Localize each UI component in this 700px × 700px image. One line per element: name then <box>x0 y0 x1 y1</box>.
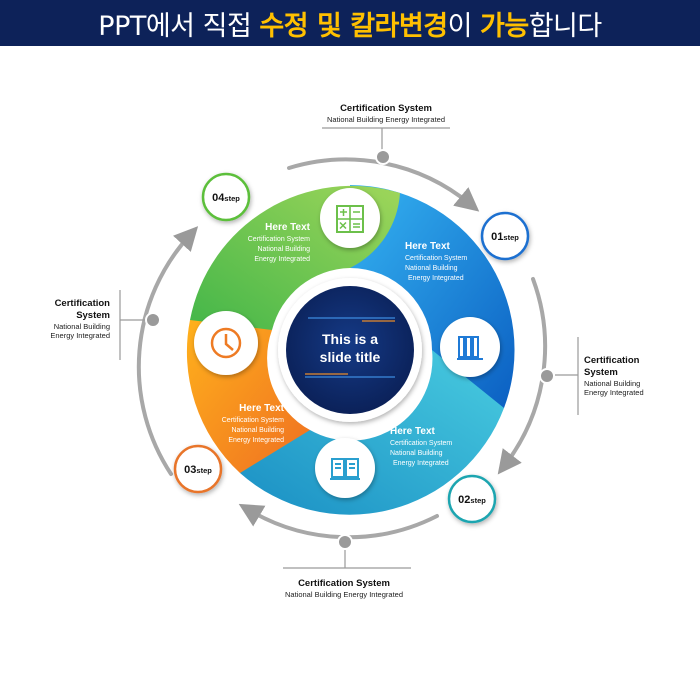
books-icon <box>440 317 500 377</box>
blue-line1: Certification System <box>405 255 467 262</box>
banner-text-1: PPT에서 직접 <box>98 10 260 42</box>
blue-line3: Energy Integrated <box>408 275 464 282</box>
teal-line3: Energy Integrated <box>393 460 449 467</box>
label-connectors <box>119 127 579 569</box>
outer-label-left-sub2: Energy Integrated <box>50 331 110 341</box>
outer-label-right-sub1: National Building <box>584 378 641 388</box>
outer-label-bottom: Certification System National Building E… <box>258 578 430 599</box>
blue-heading: Here Text <box>405 241 451 252</box>
step-04-badge: 04step <box>201 172 251 222</box>
outer-label-bottom-sub: National Building Energy Integrated <box>285 589 403 599</box>
green-line3: Energy Integrated <box>254 256 310 263</box>
outer-label-left-title1: Certification <box>54 298 110 309</box>
banner-text-2: 이 <box>447 10 480 42</box>
step-02-badge: 02step <box>447 474 497 524</box>
calculator-icon <box>320 188 380 248</box>
outer-label-top-title: Certification System <box>340 103 432 114</box>
outer-label-bottom-title: Certification System <box>298 578 390 589</box>
step-02-suffix: step <box>470 496 486 505</box>
step-04-suffix: step <box>224 194 240 203</box>
outer-label-right-title1: Certification <box>584 355 640 366</box>
orange-line3: Energy Integrated <box>228 437 284 444</box>
blue-line2: National Building <box>405 265 458 272</box>
step-02-number: 02 <box>458 494 470 506</box>
svg-text:02step: 02step <box>458 494 486 506</box>
segment-teal <box>240 350 504 515</box>
center-title-line1: This is a <box>322 331 378 347</box>
center-title-line2: slide title <box>320 349 381 365</box>
step-03-suffix: step <box>196 466 212 475</box>
arrow-arc-left <box>136 226 199 476</box>
outer-label-right-sub2: Energy Integrated <box>584 388 644 398</box>
teal-heading: Here Text <box>390 426 436 437</box>
top-banner: PPT에서 직접 수정 및 칼라변경이 가능합니다 <box>0 0 700 46</box>
outer-label-right: Certification System National Building E… <box>584 355 684 398</box>
green-line1: Certification System <box>248 236 310 243</box>
banner-title: PPT에서 직접 수정 및 칼라변경이 가능합니다 <box>98 4 603 43</box>
open-book-icon <box>315 438 375 498</box>
step-01-badge: 01step <box>480 211 530 261</box>
step-03-badge: 03step <box>173 444 223 494</box>
green-segment-text: Here Text Certification System National … <box>248 222 311 263</box>
teal-line1: Certification System <box>390 440 452 447</box>
outer-label-left-sub1: National Building <box>53 321 110 331</box>
orange-segment-text: Here Text Certification System National … <box>222 403 285 444</box>
banner-highlight-2: 가능 <box>480 10 529 42</box>
clock-icon <box>194 311 258 375</box>
step-03-number: 03 <box>184 464 196 476</box>
outer-label-left: Certification System National Building E… <box>20 298 110 341</box>
outer-label-left-title2: System <box>76 309 110 321</box>
step-01-number: 01 <box>491 231 503 243</box>
svg-text:01step: 01step <box>491 231 519 243</box>
blue-segment-text: Here Text Certification System National … <box>405 241 467 282</box>
banner-text-3: 합니다 <box>528 10 603 42</box>
outer-label-right-title2: System <box>584 366 618 378</box>
teal-segment-text: Here Text Certification System National … <box>390 426 452 467</box>
outer-label-top-sub: National Building Energy Integrated <box>327 114 445 124</box>
orange-line2: National Building <box>231 427 284 434</box>
cycle-diagram: This is a slide title <box>119 127 579 569</box>
step-01-suffix: step <box>503 233 519 242</box>
icon-badges <box>194 188 500 498</box>
step-badges: 01step 02step 03step 04step <box>173 172 530 524</box>
green-line2: National Building <box>257 246 310 253</box>
svg-text:04step: 04step <box>212 192 240 204</box>
green-heading: Here Text <box>265 222 311 233</box>
svg-text:03step: 03step <box>184 464 212 476</box>
outer-label-top: Certification System National Building E… <box>300 103 472 124</box>
orange-heading: Here Text <box>239 403 285 414</box>
step-04-number: 04 <box>212 192 225 204</box>
banner-highlight-1: 수정 및 칼라변경 <box>259 10 448 42</box>
orange-line1: Certification System <box>222 417 284 424</box>
segment-texts: Here Text Certification System National … <box>222 222 468 467</box>
connector-nodes <box>145 149 555 550</box>
teal-line2: National Building <box>390 450 443 457</box>
